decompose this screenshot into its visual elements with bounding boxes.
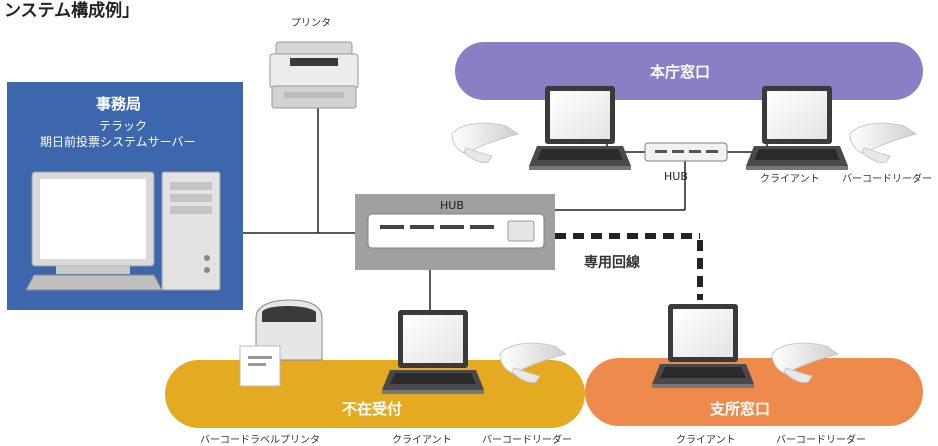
- page-title: ンステム構成例」: [4, 1, 140, 21]
- small-hub: [644, 142, 728, 162]
- fuzai-zone-label: 不在受付: [342, 400, 403, 418]
- honcho-client-caption: クライアント: [760, 174, 820, 185]
- small-hub-label: HUB: [664, 170, 688, 183]
- dedicated-line: [555, 233, 703, 300]
- honcho-reader-caption: バーコードリーダー: [842, 174, 932, 185]
- fuzai-reader-caption: バーコードリーダー: [482, 435, 572, 446]
- honcho-reader-left: [451, 122, 519, 164]
- shisho-client-caption: クライアント: [676, 435, 736, 446]
- office-line1: テラック: [99, 119, 148, 133]
- label-printer-icon: [239, 299, 323, 387]
- printer-icon: [269, 41, 359, 109]
- fuzai-client-laptop: [382, 310, 484, 394]
- fuzai-printer-caption: バーコードラベルプリンタ: [200, 435, 320, 446]
- shisho-reader-caption: バーコードリーダー: [776, 435, 866, 446]
- honcho-zone-label: 本庁窓口: [650, 63, 711, 81]
- desktop-computer: [25, 171, 221, 291]
- fuzai-client-caption: クライアント: [392, 435, 452, 446]
- shisho-client-laptop: [652, 304, 754, 388]
- honcho-reader-right: [849, 122, 917, 164]
- office-title: 事務局: [96, 95, 142, 113]
- main-hub-label: HUB: [440, 199, 464, 212]
- office-line2: 期日前投票システムサーバー: [40, 135, 196, 149]
- honcho-zone: [455, 42, 923, 100]
- main-hub: [355, 194, 555, 270]
- dedicated-line-label: 専用回線: [584, 255, 640, 271]
- shisho-zone-label: 支所窓口: [710, 400, 771, 418]
- printer-label: プリンタ: [291, 18, 331, 29]
